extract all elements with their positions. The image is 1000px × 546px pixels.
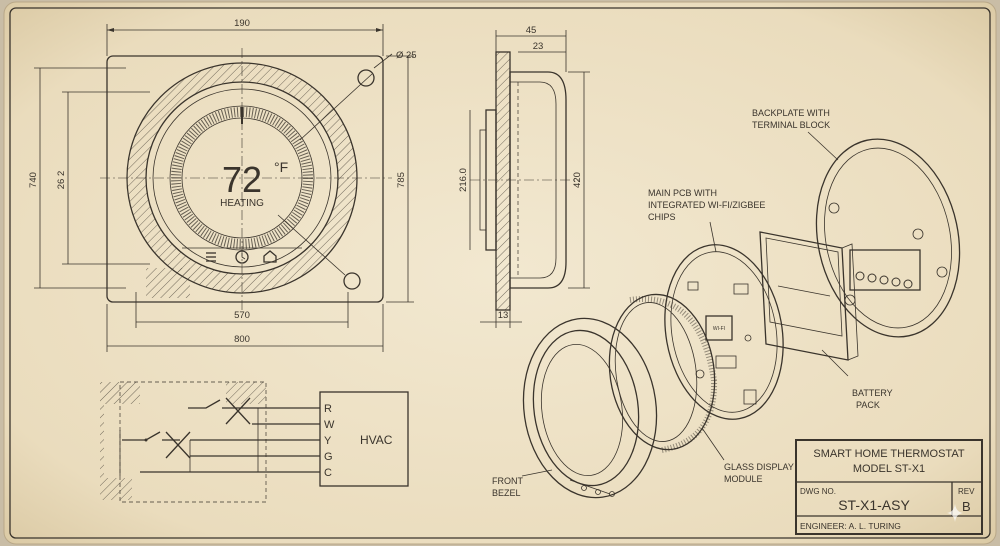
- dwg-label: DWG NO.: [800, 487, 836, 496]
- exploded-view: WI-FI: [492, 108, 961, 499]
- rev-value: B: [962, 499, 971, 514]
- label-battery-1: BATTERY: [852, 388, 893, 398]
- glass-display-module: [608, 293, 718, 453]
- chip-text: WI-FI: [713, 326, 725, 332]
- dim-depth-body: 23: [533, 41, 544, 52]
- label-backplate-2: TERMINAL BLOCK: [752, 120, 830, 130]
- front-bezel: [522, 317, 658, 499]
- temperature-readout: 72: [222, 159, 262, 200]
- terminal-g: G: [324, 451, 333, 463]
- terminal-w: W: [324, 419, 335, 431]
- dim-height-inner: 26 2: [56, 171, 67, 190]
- mode-label: HEATING: [220, 198, 264, 209]
- home-icon: [263, 250, 277, 263]
- wiring-diagram: HVAC R W Y G C: [100, 381, 409, 503]
- dim-height-right: 785: [396, 172, 407, 188]
- svg-text:FRONT BEZEL: FRONT BEZEL: [492, 476, 525, 498]
- svg-text:BACKPLATE WITH TERMINAL: BACKPLATE WITH TERMINAL BLOCK: [752, 108, 832, 130]
- dwg-number: ST-X1-ASY: [838, 497, 910, 513]
- sparkle-icon: [947, 504, 963, 522]
- battery-pack: [759, 231, 859, 361]
- label-bezel-1: FRONT: [492, 476, 523, 486]
- svg-text:GLASS DISPLAY MODULE: GLASS DISPLAY MODULE: [724, 462, 796, 484]
- svg-text:MAIN PCB WITH INTEGRATED: MAIN PCB WITH INTEGRATED WI-FI/ZIGBEE CH…: [648, 188, 768, 222]
- label-pcb-1: MAIN PCB WITH: [648, 188, 717, 198]
- sheet-border: [9, 7, 991, 539]
- terminal-c: C: [324, 467, 332, 479]
- hvac-box: [319, 391, 409, 487]
- label-pcb-2: INTEGRATED WI-FI/ZIGBEE: [648, 200, 765, 210]
- menu-icon: [206, 252, 216, 262]
- side-view: 45 23 216.0 420 13: [458, 25, 590, 328]
- label-battery-2: PACK: [856, 400, 880, 410]
- svg-text:BATTERY PACK: BATTERY PACK: [852, 388, 895, 410]
- label-glass-1: GLASS DISPLAY: [724, 462, 794, 472]
- main-pcb: WI-FI: [664, 244, 784, 420]
- rev-label: REV: [958, 487, 975, 496]
- engineer-label: ENGINEER: A. L. TURING: [800, 521, 901, 531]
- terminal-r: R: [324, 403, 332, 415]
- dim-bottom-inner: 570: [234, 310, 250, 321]
- dim-hole-dia: Ø 25: [396, 50, 417, 61]
- terminal-y: Y: [324, 435, 332, 447]
- dim-side-height-outer: 420: [572, 172, 583, 188]
- temperature-unit: °F: [274, 159, 288, 175]
- hvac-label: HVAC: [360, 433, 393, 447]
- dim-bottom-outer: 800: [234, 334, 250, 345]
- dim-depth-total: 45: [526, 25, 537, 36]
- dim-top-width: 190: [234, 18, 250, 29]
- label-backplate-1: BACKPLATE WITH: [752, 108, 830, 118]
- dim-height-outer: 740: [28, 172, 39, 188]
- label-bezel-2: BEZEL: [492, 488, 521, 498]
- dim-side-height-inner: 216.0: [458, 168, 469, 192]
- backplate: [815, 138, 961, 338]
- label-glass-2: MODULE: [724, 474, 763, 484]
- front-view: 72 °F HEATING 190 Ø 25 740: [28, 18, 417, 352]
- title-line1: SMART HOME THERMOSTAT: [813, 448, 964, 460]
- title-block: SMART HOME THERMOSTAT MODEL ST-X1 DWG NO…: [795, 439, 983, 535]
- clock-icon: [235, 250, 249, 264]
- label-pcb-3: CHIPS: [648, 212, 676, 222]
- title-line2: MODEL ST-X1: [853, 463, 925, 475]
- dim-base-depth: 13: [498, 310, 509, 321]
